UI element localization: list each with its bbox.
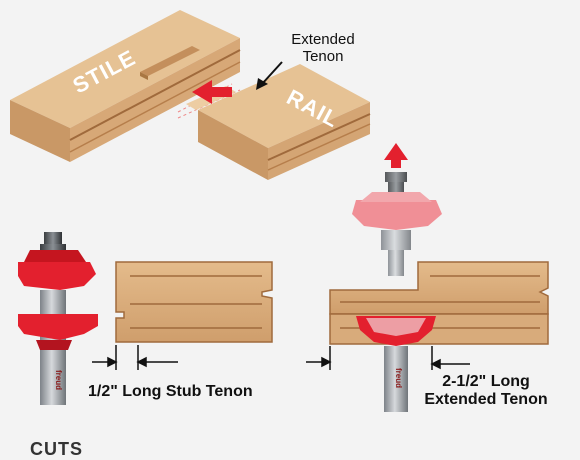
lifted-router-bit [352, 172, 442, 276]
stile-board [10, 10, 241, 162]
brand-mark: freud [54, 370, 63, 390]
stub-tenon-board [115, 261, 273, 343]
rail-board [186, 64, 371, 180]
callout-arrow-icon [256, 61, 283, 90]
brand-mark-2: freud [394, 368, 403, 388]
router-bit-diagram: STILE RAIL freud [10, 10, 549, 412]
stub-tenon-label: 1/2" Long Stub Tenon [88, 383, 253, 400]
extended-tenon-router-bit: freud [356, 316, 436, 412]
extended-dimension-lines [306, 346, 470, 370]
stub-dimension-lines [92, 345, 178, 370]
extended-tenon-label: 2-1/2" Long Extended Tenon [424, 373, 548, 409]
stub-tenon-router-bit: freud [18, 232, 98, 405]
red-up-arrow-icon [384, 143, 408, 168]
section-heading: CUTS [30, 439, 83, 459]
red-left-arrow-icon [192, 80, 232, 104]
extended-tenon-callout: Extended Tenon [291, 31, 355, 66]
